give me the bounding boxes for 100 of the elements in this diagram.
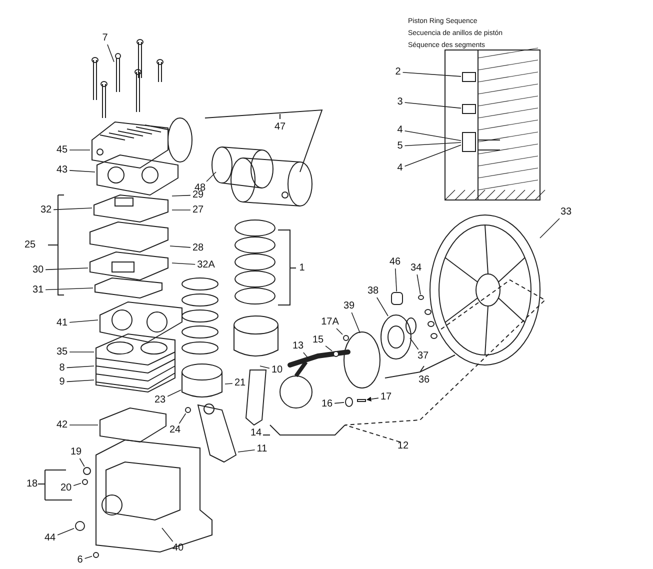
leader-line [260, 366, 270, 369]
leader-line [410, 338, 419, 350]
callout-number: 6 [77, 554, 83, 566]
callout-number: 8 [59, 362, 65, 374]
leader-line [336, 328, 343, 335]
callout-number: 15 [312, 334, 324, 346]
callout-number: 41 [56, 318, 68, 328]
callout-number: 2 [395, 66, 401, 78]
callout-number: 34 [410, 262, 422, 274]
leader-line [404, 142, 462, 146]
small-part-icon [83, 467, 91, 475]
ring-groove [462, 72, 476, 82]
part-bolt-icon [115, 53, 121, 92]
leader-line [172, 194, 191, 196]
callout-number: 42 [56, 420, 68, 430]
callout-number: 20 [60, 482, 72, 494]
small-part-icon [343, 335, 349, 341]
callout-number: 23 [154, 394, 166, 406]
leader-line [303, 352, 308, 358]
ring-groove [462, 104, 476, 114]
leader-line [238, 450, 256, 452]
leader-line [45, 268, 88, 270]
callout-number: 4 [397, 124, 403, 136]
small-part-icon [75, 521, 85, 531]
leader-line [84, 556, 92, 559]
callout-number: 5 [397, 140, 403, 152]
callout-number: 43 [56, 164, 68, 176]
leader-line [402, 72, 462, 77]
callout-number: 12 [397, 440, 409, 452]
leader-line [404, 144, 462, 167]
callout-number: 28 [192, 242, 204, 254]
callout-number: 45 [56, 144, 68, 156]
small-part-icon [418, 295, 424, 300]
leader-line [404, 130, 462, 142]
callout-number: 11 [256, 444, 268, 454]
callout-number: 14 [250, 428, 262, 438]
leader-line [107, 44, 114, 62]
callout-number: 37 [417, 350, 429, 362]
callout-number: 31 [32, 284, 44, 296]
small-part-icon [82, 479, 88, 485]
leader-line [69, 170, 96, 172]
callout-number: 17A [321, 316, 339, 328]
callout-number: 16 [321, 398, 333, 410]
leader-line [53, 208, 92, 210]
callout-number: 33 [560, 206, 572, 218]
callout-number: 3 [397, 96, 403, 108]
callout-number: 39 [343, 300, 355, 312]
callout-number: 17 [380, 392, 392, 402]
callout-number: 7 [102, 32, 108, 44]
callout-number: 40 [172, 542, 184, 554]
callout-number: 4 [397, 162, 403, 174]
ring-groove [462, 132, 476, 152]
leader-line [79, 458, 85, 467]
leader-line [325, 345, 332, 352]
leader-line [170, 246, 191, 248]
small-part-icon [345, 397, 353, 407]
leader-line [66, 366, 94, 368]
small-part-icon [93, 552, 99, 558]
leader-line [334, 402, 344, 404]
callout-number: 46 [389, 256, 401, 268]
leader-line [172, 262, 196, 265]
leader-line [162, 528, 174, 542]
leader-line [394, 268, 398, 292]
leader-line [416, 274, 421, 295]
leader-line [167, 390, 182, 397]
callout-number: 19 [70, 446, 82, 458]
callout-number: 29 [192, 190, 204, 200]
part-bolt-icon [357, 399, 366, 402]
leader-line [206, 172, 216, 182]
leader-line [69, 320, 98, 323]
leader-line [224, 383, 233, 384]
callout-number: 44 [44, 532, 56, 544]
callout-number: 32A [197, 260, 215, 270]
leader-line [73, 482, 82, 486]
small-part-icon [185, 407, 191, 413]
leader-line [178, 413, 186, 424]
callout-number: 30 [32, 264, 44, 276]
leader-line [69, 424, 98, 426]
callout-number: 25 [24, 240, 36, 250]
callout-number: 18 [26, 478, 38, 490]
callout-number: 47 [274, 122, 286, 132]
callout-number: 13 [292, 340, 304, 352]
callout-number: 10 [271, 364, 283, 376]
leader-line [66, 380, 94, 382]
callout-number: 21 [234, 378, 246, 388]
callout-number: 35 [56, 346, 68, 358]
leader-line [404, 102, 462, 109]
callout-number: 38 [367, 286, 379, 296]
callout-number: 27 [192, 204, 204, 216]
leader-line [366, 396, 379, 402]
leader-line [351, 312, 360, 334]
callout-number: 1 [299, 262, 305, 274]
callout-number: 32 [40, 204, 52, 216]
small-part-icon [333, 351, 339, 357]
callout-number: 24 [169, 424, 181, 436]
callout-number: 36 [418, 374, 430, 386]
leader-line [57, 528, 74, 536]
leader-line [540, 218, 560, 238]
ring-groove [391, 292, 403, 305]
callout-number: 9 [59, 376, 65, 388]
